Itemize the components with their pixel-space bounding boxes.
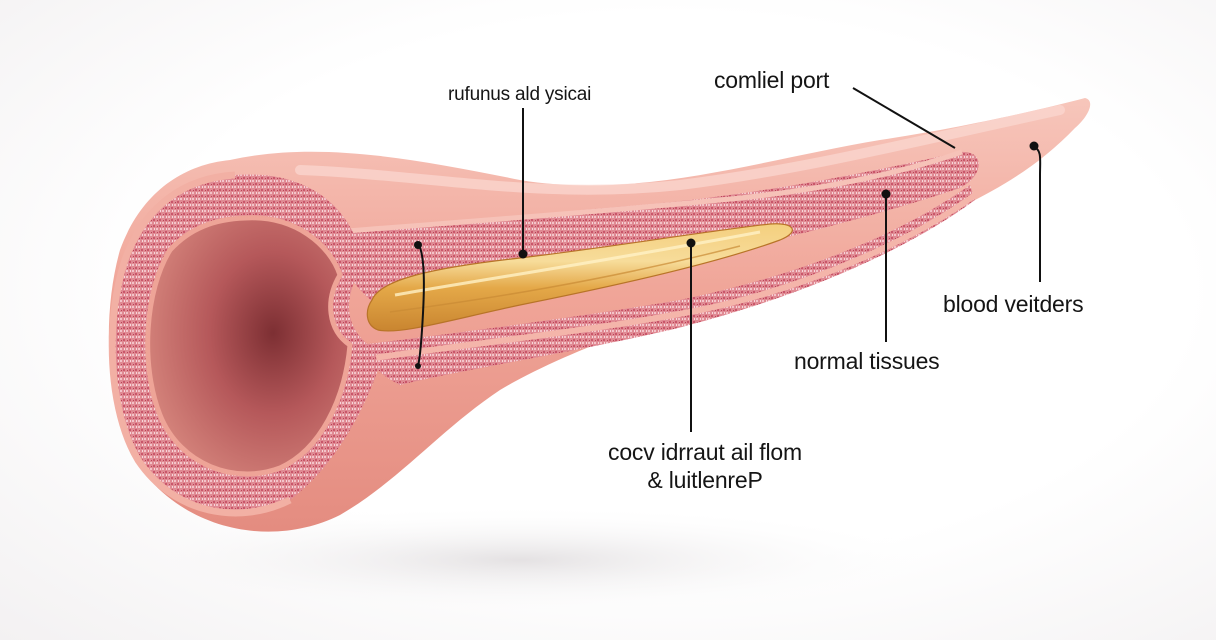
end-outer-rim [108,171,292,517]
anchor-dots [414,141,1039,369]
label-bottom-line1: cocv idrraut ail flom [608,439,802,465]
lumen-inner-edge [145,215,353,477]
leader-top-right [852,87,956,149]
anchor-dot [518,249,528,259]
cut-edge-lower [359,192,977,363]
label-middle-right: normal tissues [794,348,940,374]
cut-tissue-lower [360,185,975,385]
label-top-left: rufunus ald ysicai [448,84,592,105]
leader-left-pin [417,244,425,367]
leader-right [1033,146,1042,282]
anchor-dot [415,363,421,369]
anchor-dot [1029,141,1039,151]
label-right: blood veitders [943,291,1084,317]
wall-highlight [295,105,1065,195]
plaque-deposit [366,223,793,332]
label-bottom: cocv idrraut ail flom & luitlenreP [600,438,810,494]
ground-shadow [90,505,950,615]
label-bottom-line2: & luitlenreP [647,467,763,493]
anchor-dot [881,189,891,199]
vessel-lumen [147,217,350,474]
plaque-striation [389,245,741,313]
label-top-right: comliel port [714,67,830,93]
plaque-highlight [394,230,761,297]
cut-edge-upper [334,149,963,235]
anchor-dot [686,238,696,248]
anchor-dot [414,241,422,249]
